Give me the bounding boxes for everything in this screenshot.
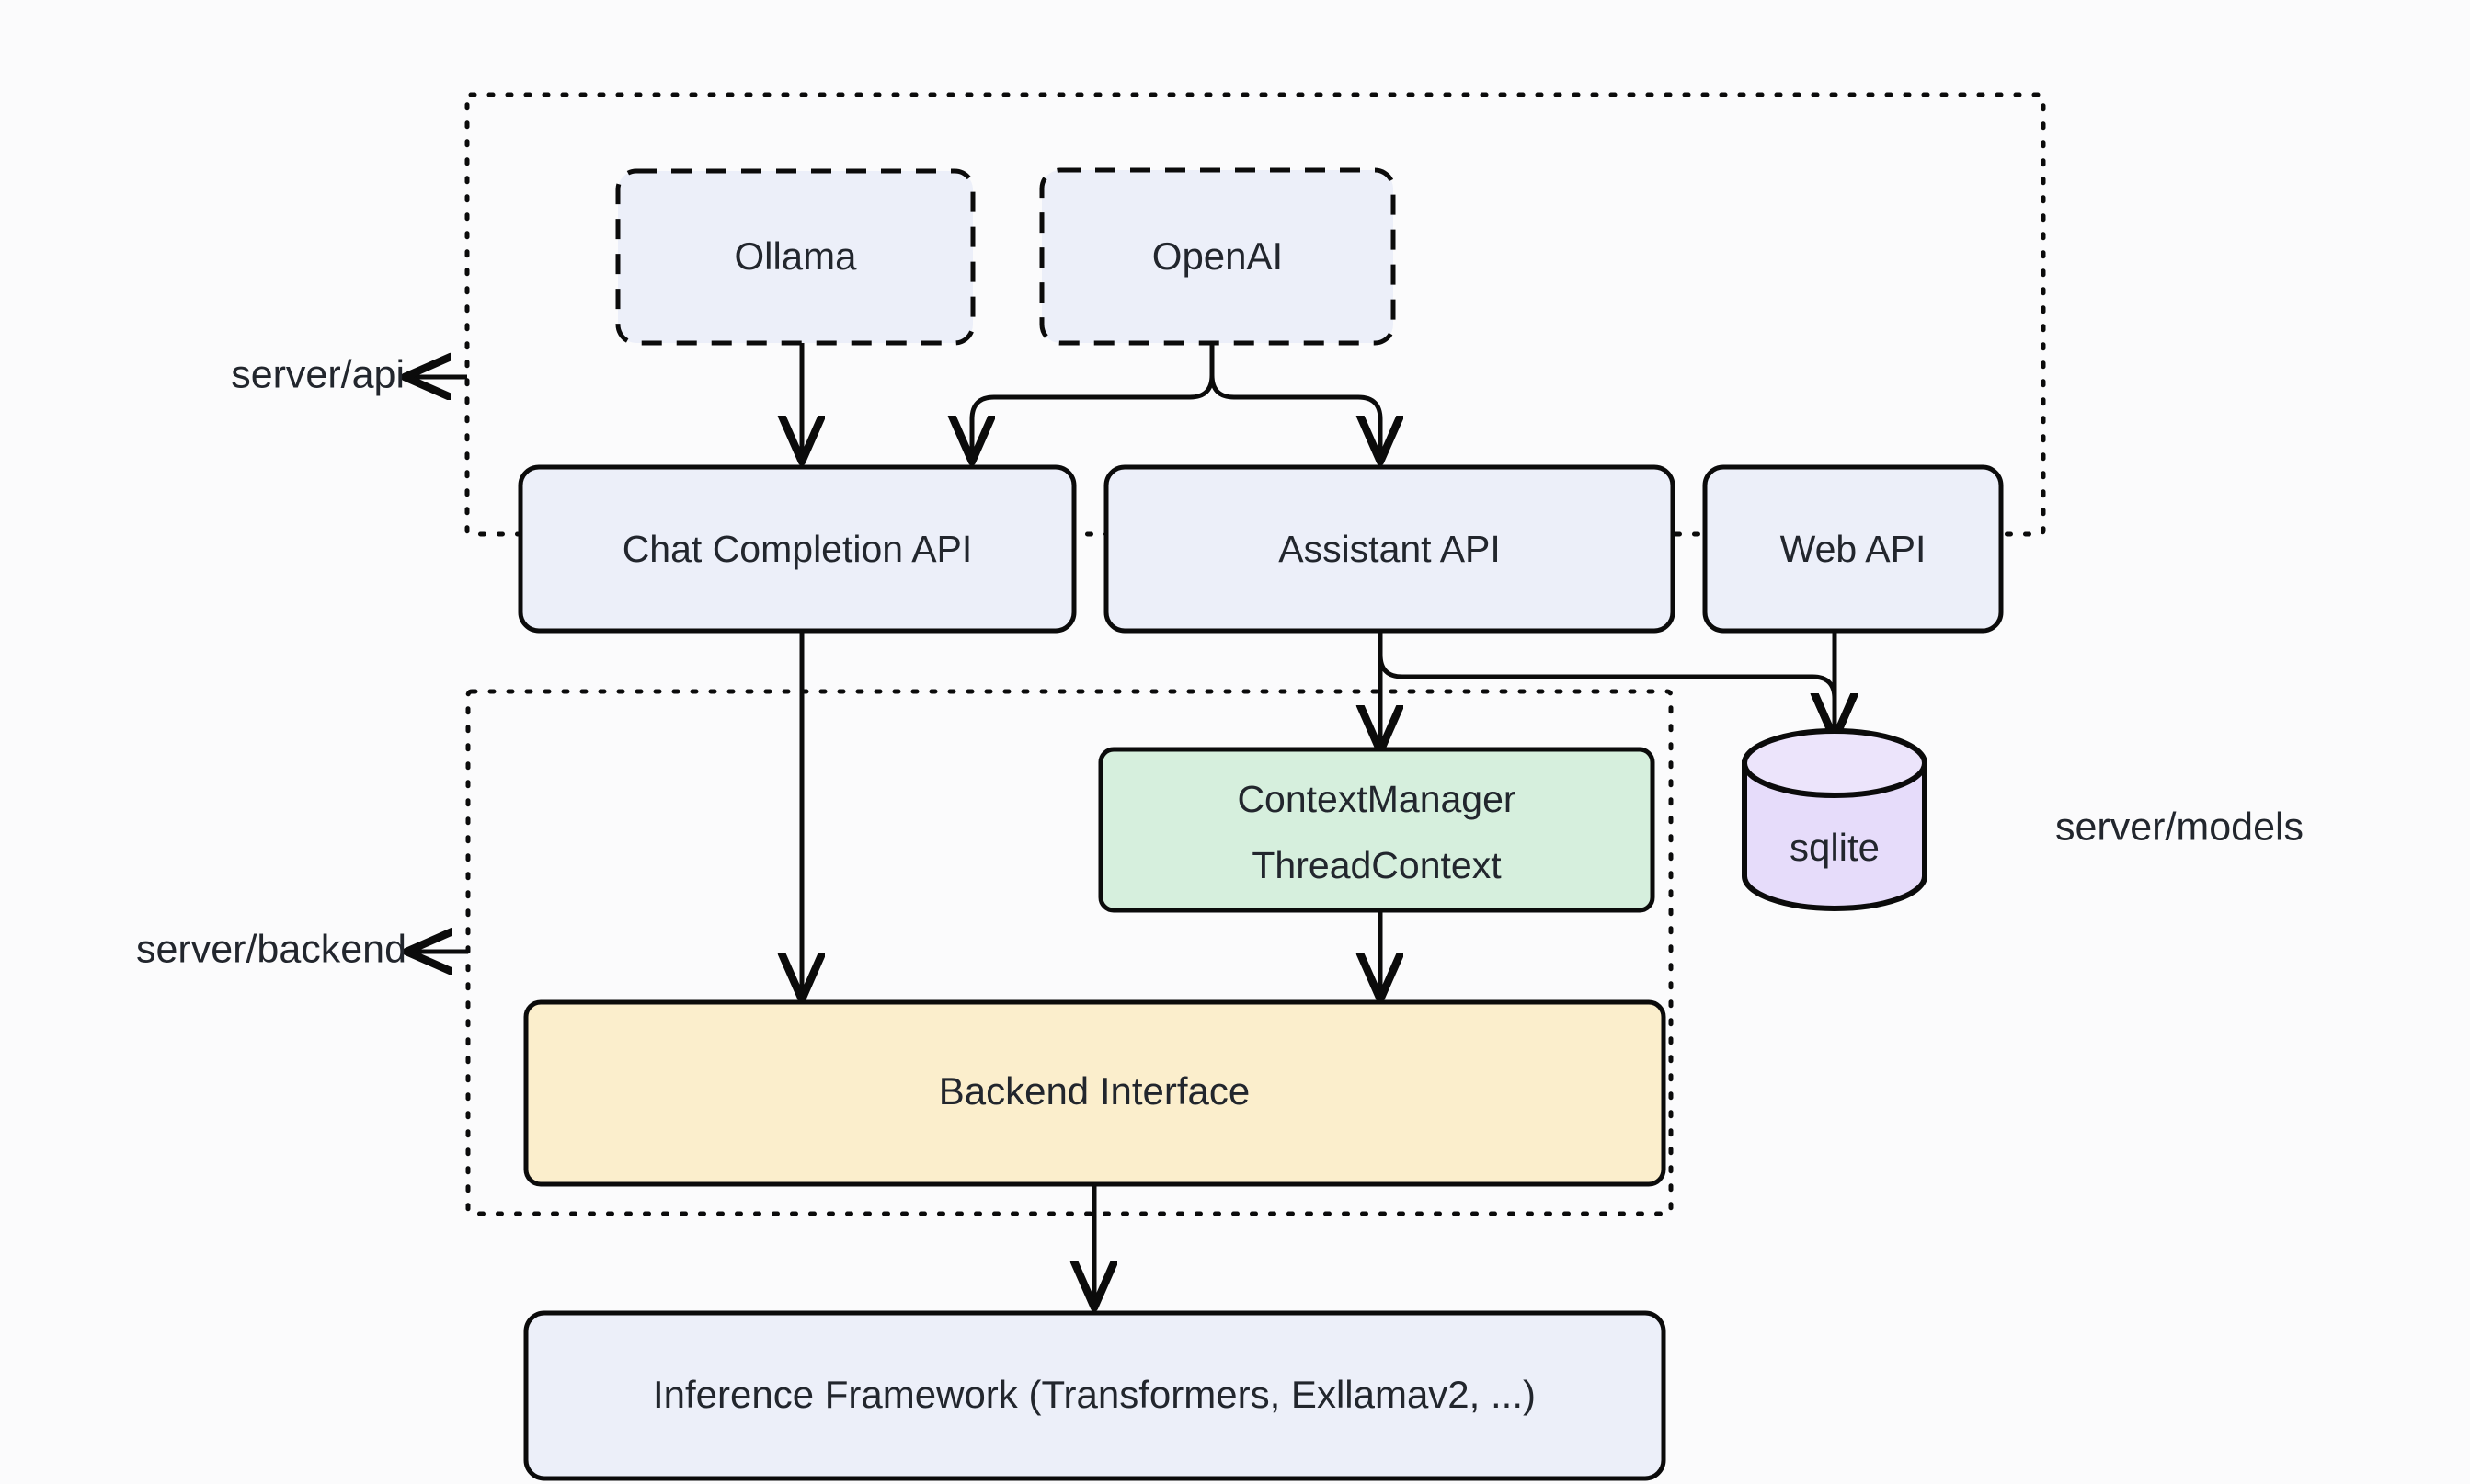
- node-chat-completion-api[interactable]: Chat Completion API: [518, 464, 1077, 634]
- node-openai[interactable]: OpenAI: [1039, 167, 1396, 346]
- node-backend-interface-label: Backend Interface: [939, 1069, 1251, 1113]
- node-backend-interface[interactable]: Backend Interface: [523, 999, 1666, 1187]
- node-inference-framework-label: Inference Framework (Transformers, Exlla…: [653, 1373, 1536, 1416]
- node-sqlite[interactable]: sqlite: [1742, 728, 1927, 911]
- node-web-api[interactable]: Web API: [1702, 464, 2004, 634]
- edge-openai-to-chat-api: [972, 343, 1215, 458]
- node-context-manager-label-line1: ContextManager: [1237, 778, 1515, 820]
- node-chat-completion-api-label: Chat Completion API: [623, 528, 973, 570]
- edge-assistant-api-to-sqlite: [1378, 631, 1835, 736]
- node-sqlite-label: sqlite: [1790, 826, 1880, 869]
- cluster-label-server-api: server/api: [231, 352, 405, 396]
- node-ollama[interactable]: Ollama: [615, 168, 976, 346]
- node-context-manager[interactable]: ContextManager ThreadContext: [1098, 747, 1655, 913]
- node-context-manager-label-line2: ThreadContext: [1252, 844, 1502, 886]
- node-web-api-label: Web API: [1780, 528, 1927, 570]
- node-assistant-api[interactable]: Assistant API: [1103, 464, 1675, 634]
- label-server-models: server/models: [2055, 805, 2304, 849]
- node-assistant-api-label: Assistant API: [1278, 528, 1501, 570]
- cluster-label-server-backend: server/backend: [136, 927, 406, 971]
- edge-openai-to-assistant-api: [1209, 343, 1380, 458]
- node-openai-label: OpenAI: [1152, 234, 1283, 278]
- node-inference-framework[interactable]: Inference Framework (Transformers, Exlla…: [523, 1310, 1666, 1481]
- node-ollama-label: Ollama: [734, 234, 857, 278]
